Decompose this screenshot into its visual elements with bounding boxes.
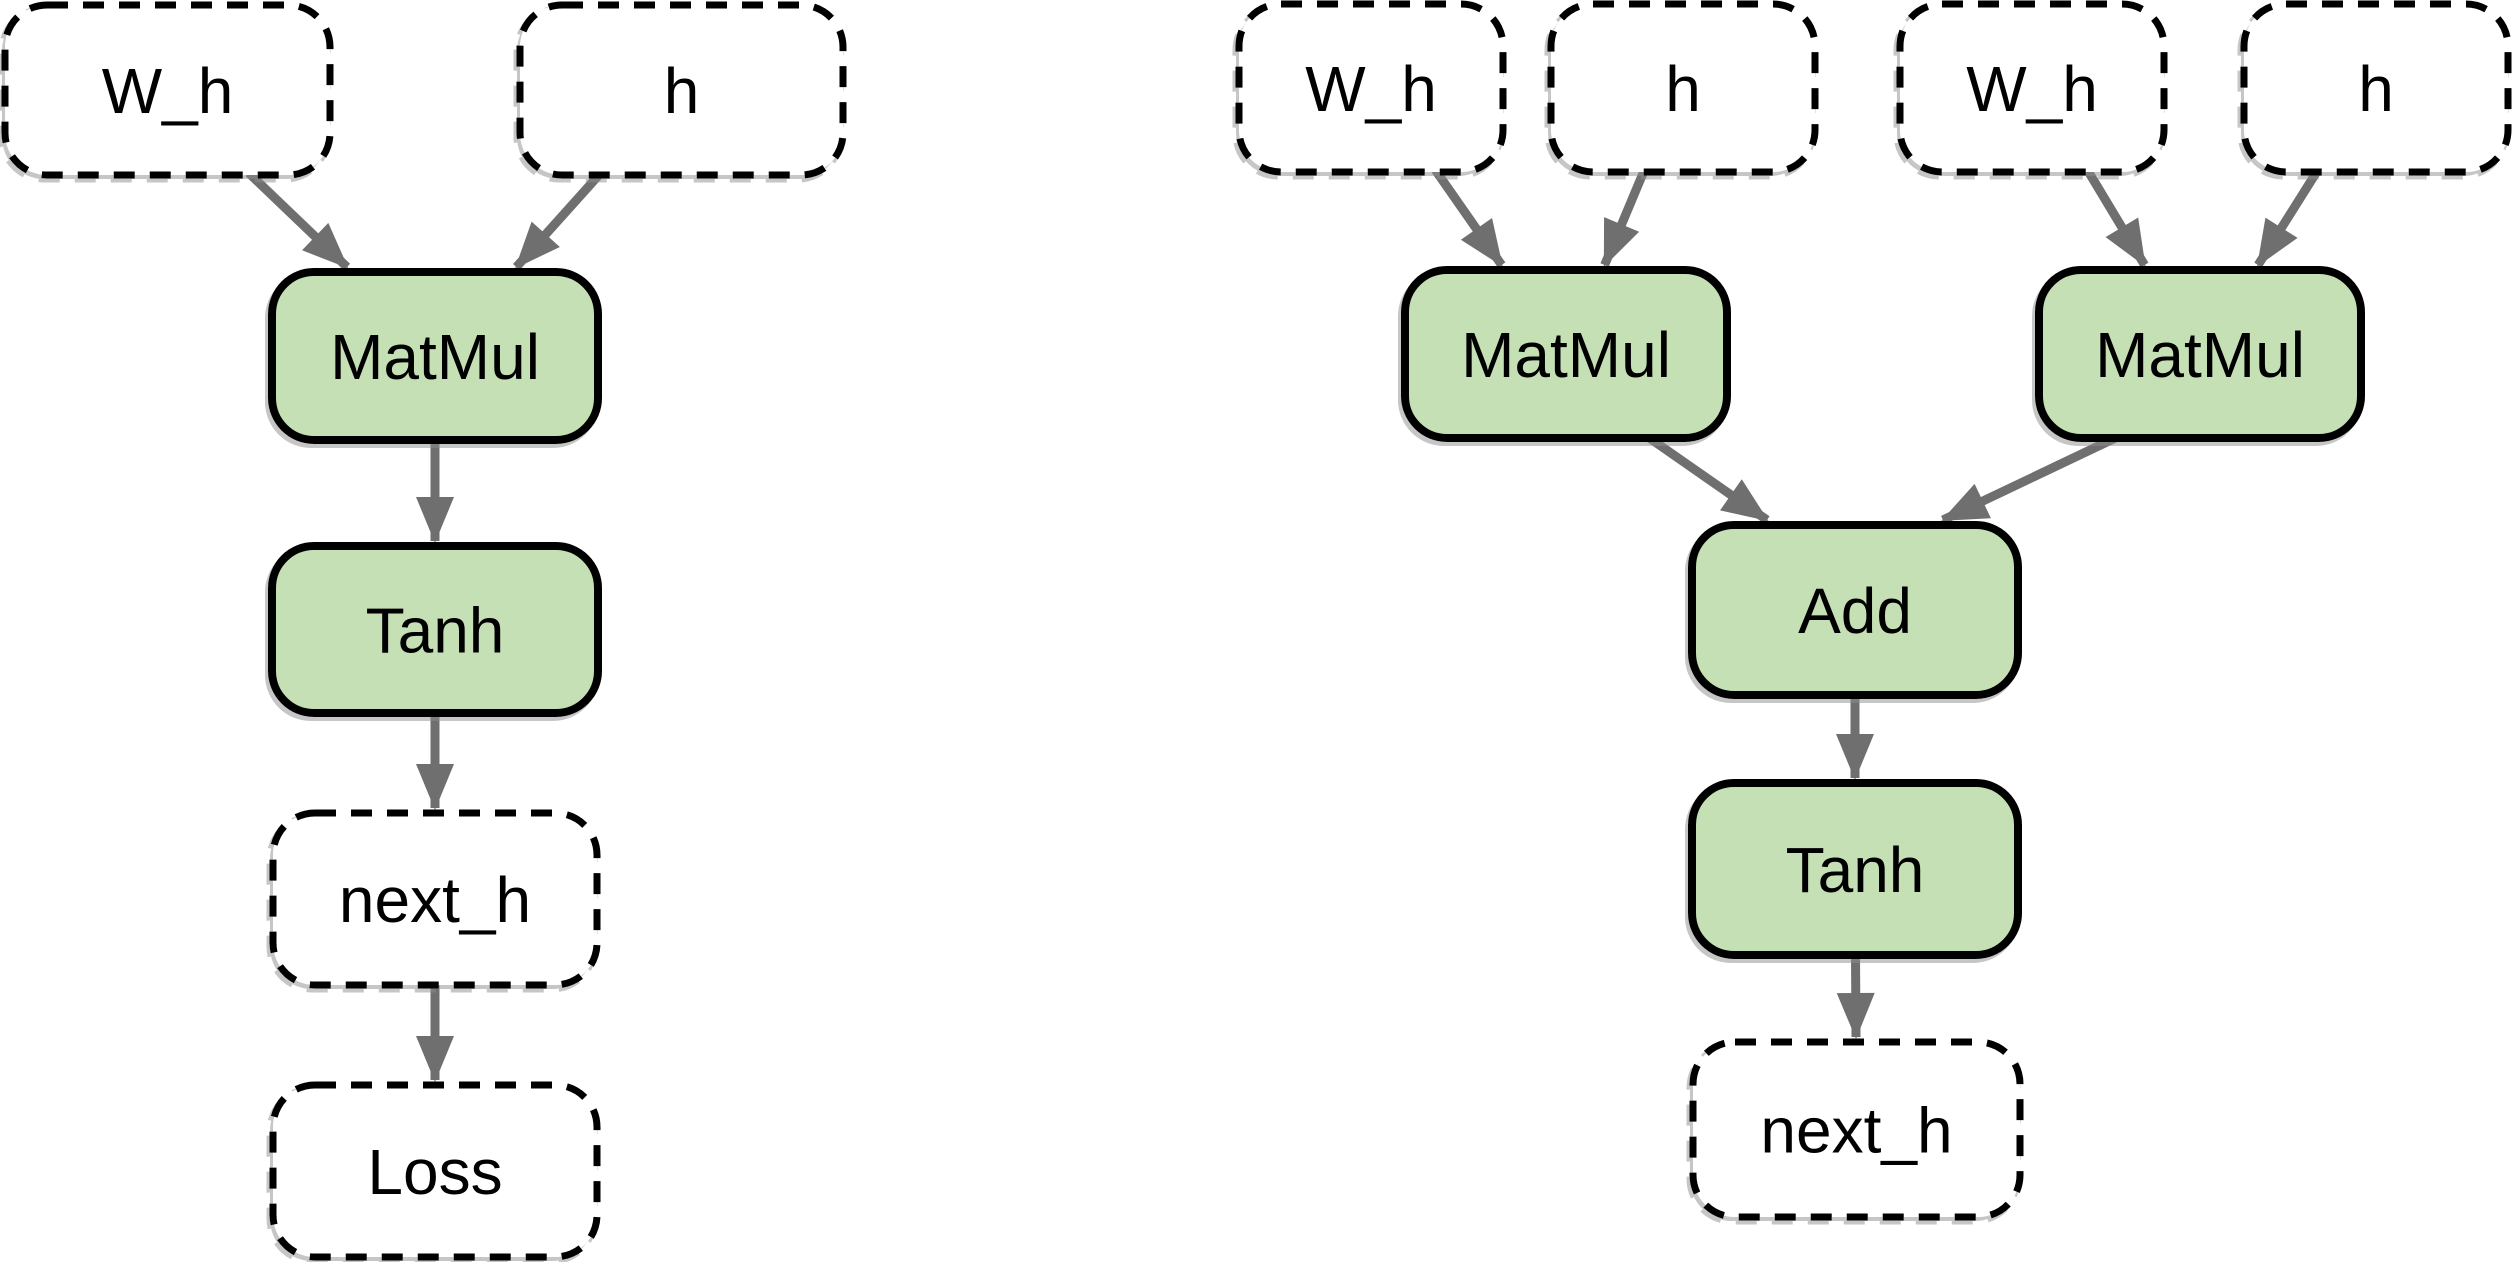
node-label: MatMul — [330, 321, 540, 393]
tensor-node-w-h: W_h — [1896, 0, 2168, 176]
tensor-node-h-box — [1547, 0, 1819, 176]
op-node-matmul-box — [1401, 266, 1731, 442]
edge-w-h-to-matmul — [245, 169, 351, 271]
op-node-add: Add — [1688, 521, 2022, 699]
node-label: Loss — [367, 1136, 502, 1208]
node-label: Tanh — [366, 595, 505, 667]
node-label: Tanh — [1786, 834, 1925, 906]
op-node-matmul: MatMul — [2035, 266, 2365, 442]
op-node-matmul: MatMul — [1401, 266, 1731, 442]
edge-tanh-to-next-h — [1836, 952, 1875, 1039]
op-node-tanh-box — [1688, 779, 2022, 959]
op-node-tanh-box — [268, 542, 602, 717]
edge-h-to-matmul — [1600, 168, 1649, 267]
tensor-node-h: h — [1547, 0, 1819, 176]
node-label: MatMul — [1461, 319, 1671, 391]
tensor-node-h-box — [2240, 0, 2512, 176]
node-label: h — [2358, 53, 2394, 125]
op-node-add-box — [1688, 521, 2022, 699]
node-label: h — [1665, 53, 1701, 125]
tensor-node-w-h-box — [1, 1, 334, 179]
tensor-node-w-h: W_h — [1, 1, 334, 179]
tensor-node-next-h-box — [1689, 1038, 2024, 1221]
edge-h-to-matmul — [2254, 167, 2322, 268]
tensor-node-loss-box — [269, 1081, 601, 1261]
tensor-node-loss: Loss — [269, 1081, 601, 1261]
op-node-tanh: Tanh — [268, 542, 602, 717]
node-label: W_h — [1966, 53, 2098, 125]
tensor-node-next-h: next_h — [1689, 1038, 2024, 1221]
edge-h-to-matmul — [512, 169, 605, 271]
node-label: MatMul — [2095, 319, 2305, 391]
edge-matmul-to-add — [1643, 432, 1770, 524]
node-label: next_h — [339, 864, 531, 936]
edge-w-h-to-matmul — [1431, 167, 1506, 268]
node-label: W_h — [1305, 53, 1437, 125]
op-node-matmul: MatMul — [268, 268, 602, 444]
tensor-node-next-h-box — [269, 809, 601, 989]
node-label: next_h — [1760, 1095, 1952, 1167]
op-node-matmul-box — [268, 268, 602, 444]
tensor-node-h-box — [516, 1, 847, 179]
tensor-node-h: h — [2240, 0, 2512, 176]
tensor-node-w-h: W_h — [1235, 0, 1507, 176]
node-label: Add — [1798, 575, 1912, 647]
tensor-node-h: h — [516, 1, 847, 179]
op-node-matmul-box — [2035, 266, 2365, 442]
tensor-node-next-h: next_h — [269, 809, 601, 989]
node-label: W_h — [102, 55, 234, 127]
tensor-node-w-h-box — [1235, 0, 1507, 176]
edge-matmul-to-add — [1941, 431, 2122, 525]
node-label: h — [664, 55, 700, 127]
op-node-tanh: Tanh — [1688, 779, 2022, 959]
tensor-node-w-h-box — [1896, 0, 2168, 176]
edge-w-h-to-matmul — [2083, 167, 2149, 268]
